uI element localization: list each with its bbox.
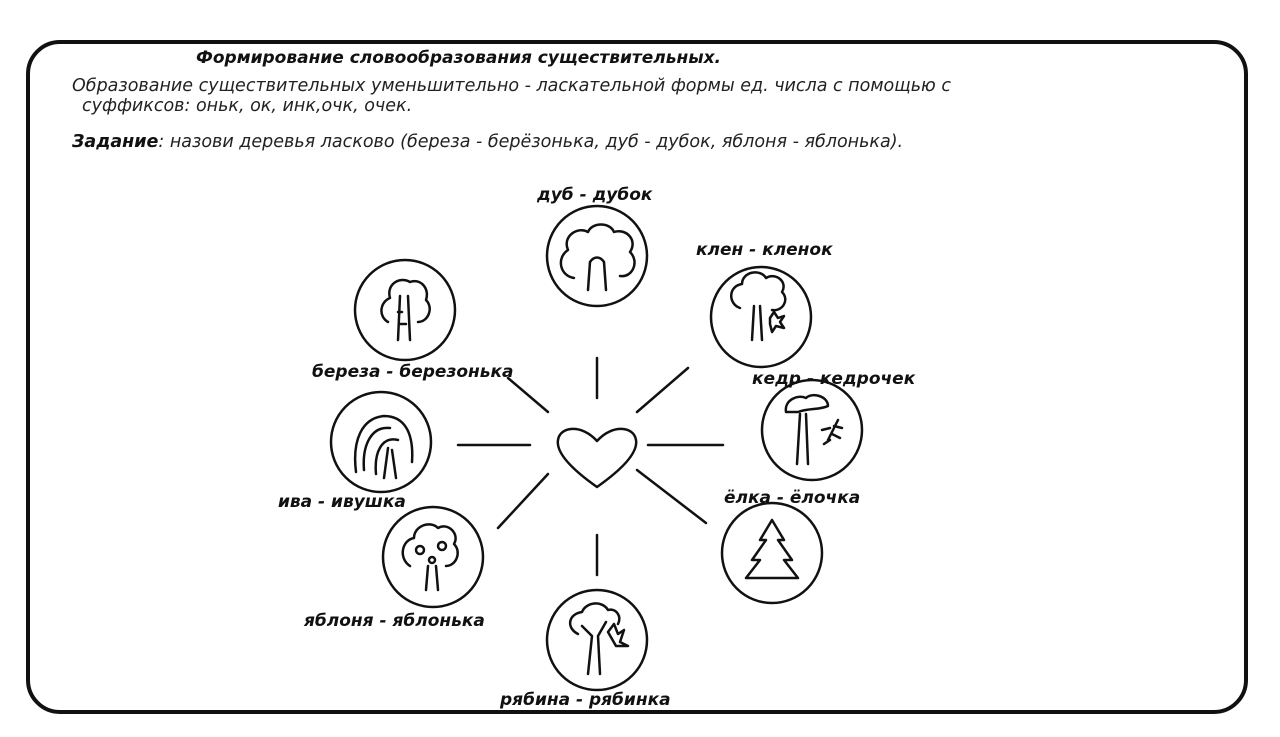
ray-bottom-left (496, 472, 550, 530)
apple-tree-icon (381, 505, 485, 609)
description-line-1: Образование существительных уменьшительн… (72, 76, 951, 96)
tree-label-oak: дуб - дубок (537, 185, 653, 205)
birch-tree-icon (353, 258, 457, 362)
heart-icon (556, 427, 638, 489)
oak-tree-icon (545, 204, 649, 308)
tree-label-rowan: рябина - рябинка (500, 690, 671, 710)
tree-label-birch: береза - березонька (312, 362, 514, 382)
cedar-tree-icon (760, 378, 864, 482)
description: Образование существительных уменьшительн… (72, 76, 1222, 116)
maple-tree-icon (709, 265, 813, 369)
ray-bottom-right (635, 468, 708, 525)
fir-tree-icon (720, 501, 824, 605)
tree-label-apple: яблоня - яблонька (304, 611, 485, 631)
willow-tree-icon (329, 390, 433, 494)
tree-label-willow: ива - ивушка (278, 492, 406, 512)
connector-rays (456, 356, 725, 577)
page-title: Формирование словообразования существите… (196, 48, 722, 68)
tree-label-cedar: кедр - кедрочек (752, 369, 916, 389)
ray-top-right (635, 366, 690, 414)
task-text: Задание: назови деревья ласково (береза … (72, 132, 903, 152)
task-label: Задание (72, 132, 159, 152)
task-body: : назови деревья ласково (береза - берёз… (158, 132, 904, 152)
tree-label-maple: клен - кленок (696, 240, 833, 260)
rowan-tree-icon (545, 588, 649, 692)
tree-label-fir: ёлка - ёлочка (724, 488, 861, 508)
description-line-2: суффиксов: оньк, ок, инк,очк, очек. (82, 96, 413, 116)
worksheet-frame (26, 40, 1248, 714)
ray-top-left (506, 376, 550, 414)
